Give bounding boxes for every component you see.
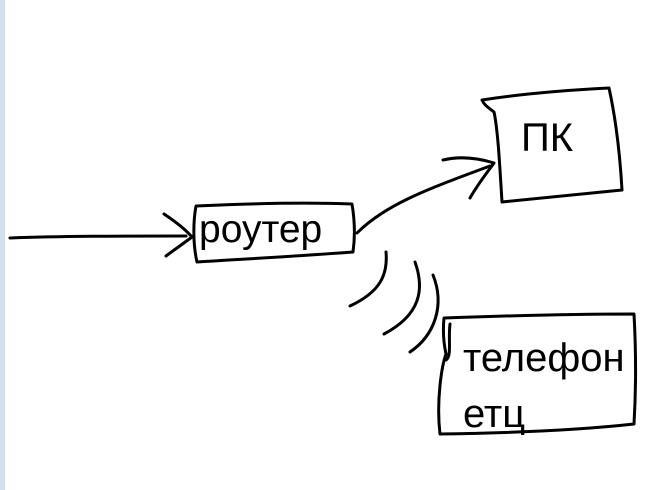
phone-label-line2: етц	[463, 392, 526, 436]
incoming-arrowhead	[162, 212, 194, 258]
window-edge-strip	[0, 0, 5, 490]
router-label: роутер	[199, 208, 323, 251]
pc-arrowhead	[441, 156, 496, 200]
wireless-wave-2	[382, 260, 422, 336]
phone-box	[437, 312, 637, 436]
pc-label: ПК	[521, 116, 574, 160]
router-to-pc-line	[355, 164, 492, 235]
wireless-wave-1	[348, 250, 388, 308]
router-box	[192, 201, 356, 264]
phone-box-inner-stroke	[444, 322, 452, 362]
pc-box	[480, 86, 624, 204]
wireless-wave-3	[408, 273, 440, 354]
phone-label-line1: телефон	[463, 336, 625, 380]
incoming-connection-line	[8, 234, 188, 240]
